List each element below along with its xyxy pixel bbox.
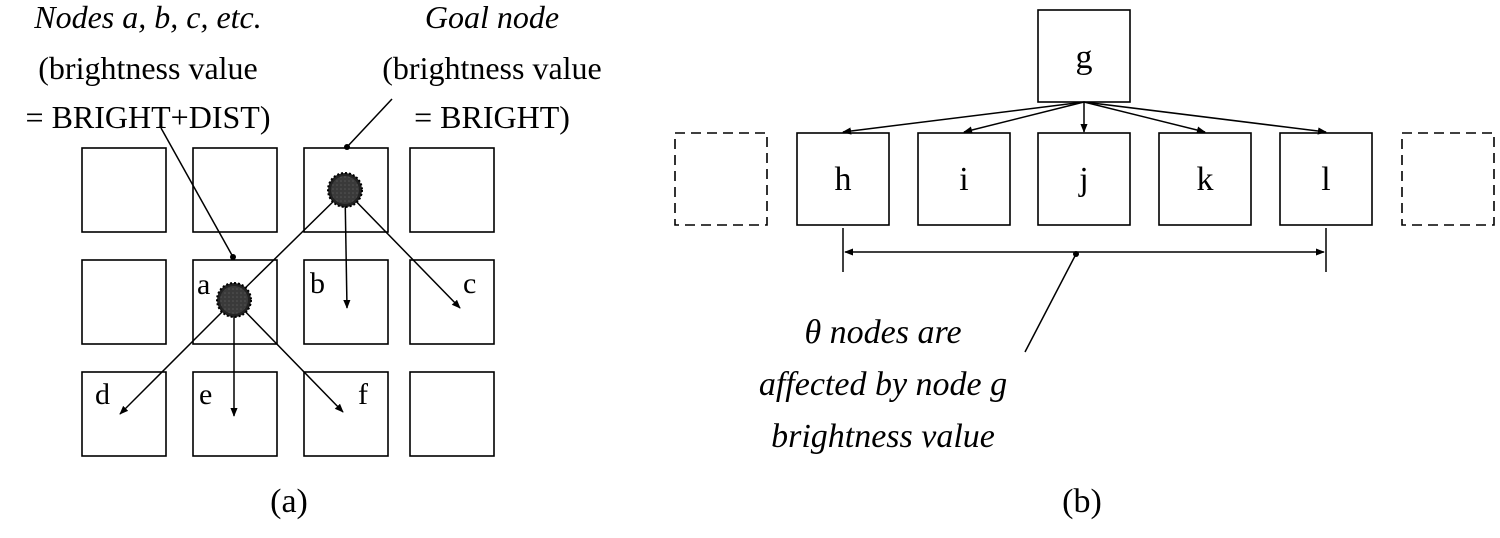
caption-b: (b) (1062, 483, 1102, 520)
goal-node-firefly (327, 172, 363, 208)
node-l-label: l (1321, 161, 1330, 198)
grid-cell-c (409, 259, 495, 345)
arrow-g-to-h (842, 101, 1085, 135)
grid-cell (81, 147, 167, 233)
node-i-box (917, 132, 1011, 226)
panel-b: g h i j k l (674, 9, 1495, 520)
arrow-goal-to-a (234, 189, 346, 299)
node-j-label: j (1078, 161, 1088, 198)
node-label-a: a (197, 268, 210, 301)
annotation-goal-line3: = BRIGHT) (414, 99, 570, 135)
leader-dot-nodes (230, 254, 236, 260)
annotation-goal-line2: (brightness value (382, 50, 602, 86)
placeholder-node-right (1401, 132, 1495, 226)
theta-annotation-line2: affected by node g (759, 366, 1007, 403)
arrow-g-to-i (963, 101, 1085, 134)
node-j-box (1037, 132, 1131, 226)
grid (81, 147, 495, 457)
annotation-nodes-line1: Nodes a, b, c, etc. (33, 0, 262, 35)
node-k-box (1158, 132, 1252, 226)
annotation-nodes-line3: = BRIGHT+DIST) (26, 99, 271, 135)
annotation-goal-node: Goal node (brightness value = BRIGHT) (382, 0, 602, 135)
node-label-f: f (358, 378, 368, 411)
panel-a: Nodes a, b, c, etc. (brightness value = … (26, 0, 602, 520)
theta-annotation-line1: θ nodes are (804, 314, 961, 351)
grid-cell (409, 147, 495, 233)
node-label-d: d (95, 378, 110, 411)
annotation-nodes-line2: (brightness value (38, 50, 258, 86)
caption-a: (a) (270, 483, 308, 520)
arrow-goal-to-c (344, 189, 461, 309)
arrow-g-to-l (1083, 101, 1327, 135)
node-a-firefly (216, 282, 252, 318)
node-g-label: g (1076, 39, 1093, 76)
node-l-box (1279, 132, 1373, 226)
theta-range-bracket (842, 228, 1327, 272)
node-g-box (1037, 9, 1131, 103)
leader-line-nodes (160, 127, 234, 258)
grid-cell (81, 259, 167, 345)
annotation-nodes: Nodes a, b, c, etc. (brightness value = … (26, 0, 271, 135)
node-label-e: e (199, 378, 212, 411)
node-label-c: c (463, 267, 476, 300)
arrow-a-to-d (119, 299, 235, 415)
grid-cell (409, 371, 495, 457)
leader-dot-goal (344, 144, 350, 150)
annotation-goal-line1: Goal node (425, 0, 559, 35)
arrow-a-to-f (233, 299, 344, 413)
leader-line-theta (1024, 253, 1077, 353)
arrow-goal-to-b (343, 189, 351, 309)
node-k-label: k (1197, 161, 1214, 198)
node-label-b: b (310, 267, 325, 300)
placeholder-node-left (674, 132, 768, 226)
arrow-g-to-k (1083, 101, 1206, 134)
leader-line-goal (346, 98, 393, 148)
node-h-label: h (835, 161, 852, 198)
theta-annotation-line3: brightness value (771, 418, 995, 455)
grid-cell (192, 147, 278, 233)
node-i-label: i (959, 161, 968, 198)
